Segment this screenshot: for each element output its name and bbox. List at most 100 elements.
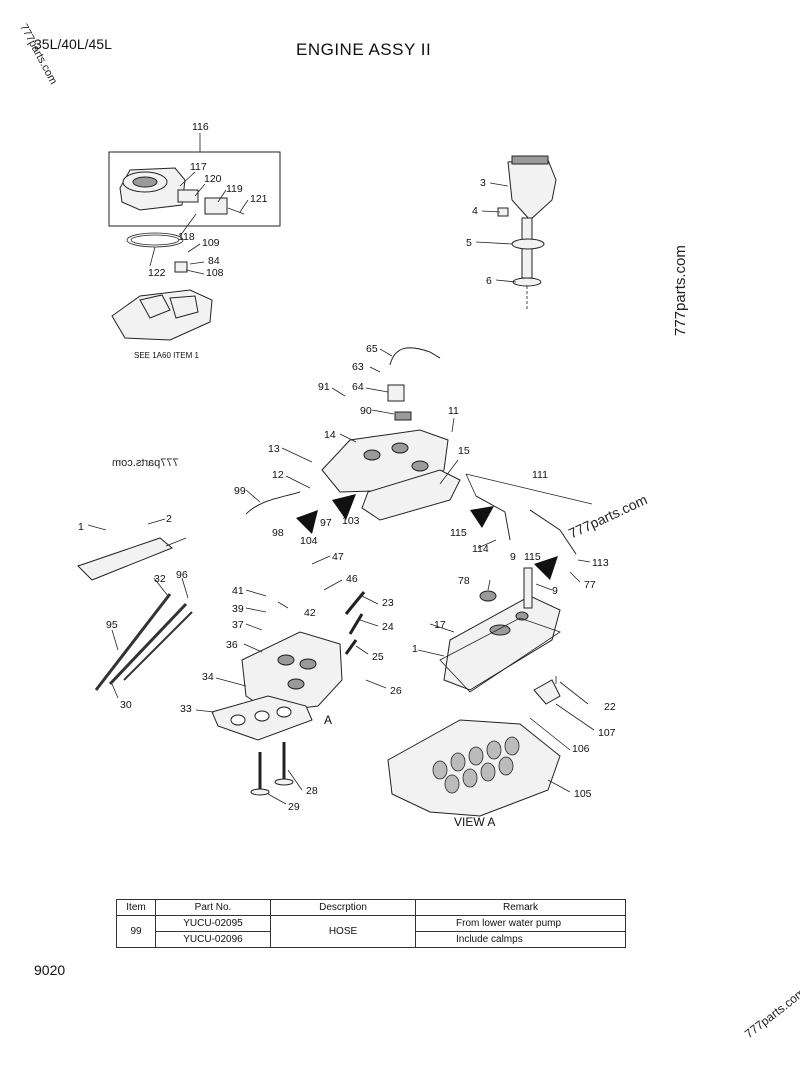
callout-113: 113 [592,557,609,569]
callout-34: 34 [202,671,214,683]
callout-121: 121 [250,193,268,205]
arrow-marker [534,556,558,580]
callout-95: 95 [106,619,118,631]
distributor [497,155,557,310]
callout-32: 32 [154,573,166,585]
cell-remark: Include calmps [415,931,626,948]
callout-91: 91 [318,381,330,393]
callout-9: 9 [510,551,516,563]
arrow-marker [332,494,356,520]
callout-17: 17 [434,619,446,631]
callout-108: 108 [206,267,224,279]
callout-39: 39 [232,603,244,615]
callout-46: 46 [346,573,358,585]
arrow-marker [296,510,318,534]
bolt-17 [523,567,533,609]
leader-lines [87,171,595,805]
callout-114: 114 [472,543,489,555]
callout-47: 47 [332,551,344,563]
callout-63: 63 [352,361,364,373]
table-row: 99 YUCU-02095 HOSE From lower water pump [116,915,626,948]
col-header-remark: Remark [415,899,626,916]
callout-105: 105 [574,788,592,800]
connector-90 [394,411,412,421]
page-title: ENGINE ASSY II [296,40,432,59]
bolt [348,613,364,635]
callout-30: 30 [120,699,132,711]
view-a-engine-block [387,719,561,817]
pushrods [94,593,193,691]
callout-1: 1 [412,643,418,655]
watermark: 777parts.com [742,985,800,1042]
callout-5: 5 [466,237,472,249]
callout-119: 119 [226,183,243,195]
callout-120: 120 [204,173,222,185]
callout-33: 33 [180,703,192,715]
bolt [344,591,366,615]
callout-98: 98 [272,527,284,539]
callout-9: 9 [552,585,558,597]
parts-table: Item Part No. Descrption Remark 99 YUCU-… [116,899,626,948]
callout-23: 23 [382,597,394,609]
cell-part-no: YUCU-02095 [155,915,271,932]
callout-11: 11 [448,405,459,417]
page-number: 9020 [34,962,66,978]
view-label: VIEW A [454,815,495,829]
col-header-description: Descrption [270,899,416,916]
callout-6: 6 [486,275,492,287]
grommet-78 [479,590,497,602]
callout-115: 115 [450,527,467,539]
cell-part-no: YUCU-02096 [155,931,271,948]
exploded-parts-diagram: 1161171201191211181098410812234566563916… [77,121,616,829]
callout-104: 104 [300,535,318,547]
callout-111: 111 [532,469,548,481]
valve-cover [443,595,561,691]
hose-65 [389,347,441,366]
callout-84: 84 [208,255,220,267]
callout-15: 15 [458,445,470,457]
callout-65: 65 [366,343,378,355]
callout-103: 103 [342,515,360,527]
arrow-marker [470,506,494,528]
hose-111 [529,509,577,555]
intake-manifold-upper [111,261,213,341]
hose-99 [245,491,301,515]
callout-24: 24 [382,621,394,633]
callout-13: 13 [268,443,280,455]
callout-107: 107 [598,727,616,739]
col-header-part-no: Part No. [155,899,271,916]
callout-1: 1 [78,521,84,533]
callout-64: 64 [352,381,364,393]
callout-99: 99 [234,485,246,497]
callout-42: 42 [304,607,316,619]
callout-36: 36 [226,639,238,651]
callout-118: 118 [178,231,195,243]
callout-37: 37 [232,619,244,631]
cell-remark: From lower water pump [415,915,626,932]
callout-78: 78 [458,575,470,587]
model-label: 35L/40L/45L [34,36,112,52]
intake-manifold-lower [321,429,449,493]
callout-3: 3 [480,177,486,189]
callout-28: 28 [306,785,318,797]
callout-115: 115 [524,551,541,563]
cylinder-head [241,631,343,713]
callout-106: 106 [572,743,590,755]
cell-description: HOSE [270,915,416,948]
callout-25: 25 [372,651,384,663]
valve-cover-gasket [439,617,561,693]
rocker-arm [533,679,561,705]
callout-12: 12 [272,469,284,481]
bolt [344,639,358,655]
sensor-64 [387,384,405,402]
inset-box [108,151,281,227]
callout-96: 96 [176,569,188,581]
callout-2: 2 [166,513,172,525]
callout-26: 26 [390,685,402,697]
callout-117: 117 [190,161,207,173]
callout-90: 90 [360,405,372,417]
see-note: SEE 1A60 ITEM 1 [134,351,199,360]
callout-14: 14 [324,429,336,441]
valves [250,742,294,796]
